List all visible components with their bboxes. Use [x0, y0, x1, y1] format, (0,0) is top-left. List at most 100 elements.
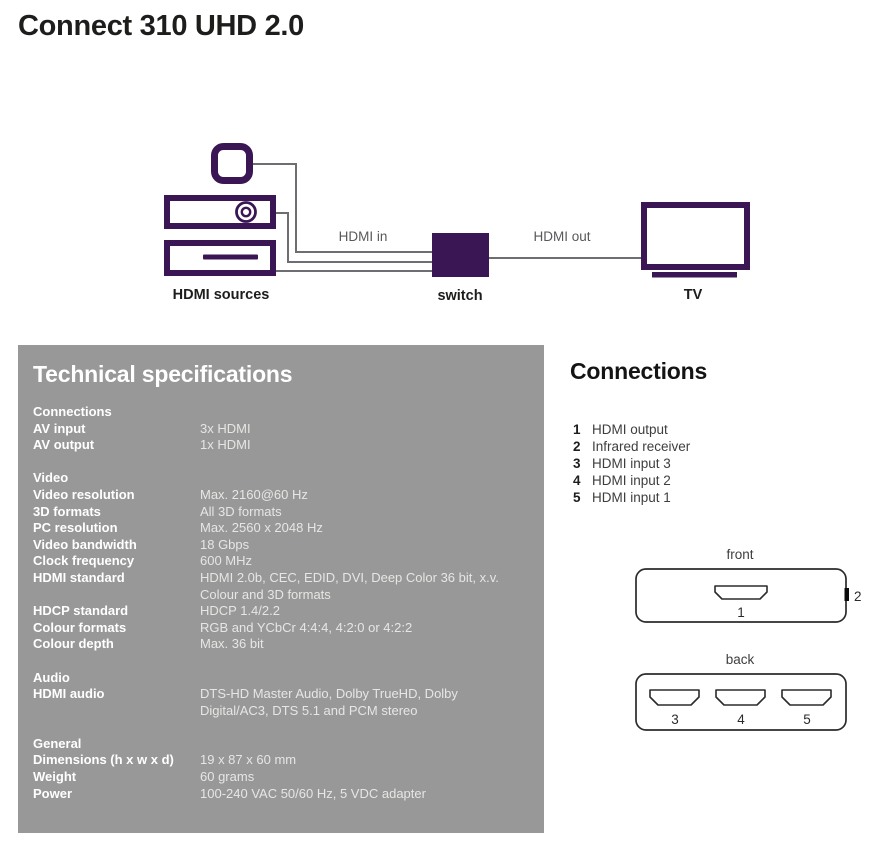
- source-device-1-icon: [211, 143, 253, 184]
- connection-number: 3: [573, 456, 581, 471]
- hdmi-sources-caption: HDMI sources: [173, 287, 270, 303]
- connection-label: HDMI input 2: [592, 473, 671, 488]
- spec-row: Video bandwidth 18 Gbps: [33, 537, 529, 554]
- spec-section-connections: Connections AV input 3x HDMI AV output 1…: [33, 404, 529, 454]
- spec-row: Power 100-240 VAC 50/60 Hz, 5 VDC adapte…: [33, 786, 529, 803]
- connection-number: 5: [573, 490, 581, 505]
- spec-value: All 3D formats: [200, 503, 282, 519]
- spec-value: HDMI 2.0b, CEC, EDID, DVI, Deep Color 36…: [200, 569, 499, 602]
- disc-outer-ring: [235, 201, 257, 223]
- spec-row: Colour depth Max. 36 bit: [33, 636, 529, 653]
- spec-section-title: General: [33, 735, 82, 751]
- list-item: 2 Infrared receiver: [573, 438, 870, 455]
- connection-number: 2: [573, 439, 581, 454]
- spec-label: Video bandwidth: [33, 536, 137, 552]
- spec-label: Video resolution: [33, 486, 135, 502]
- hdmi-port-4-icon: [715, 689, 766, 706]
- spec-row: Dimensions (h x w x d) 19 x 87 x 60 mm: [33, 752, 529, 769]
- port-4-number: 4: [737, 712, 745, 727]
- spec-label: Colour depth: [33, 636, 114, 652]
- device-3-slot: [203, 254, 258, 260]
- spec-row: 3D formats All 3D formats: [33, 504, 529, 521]
- ir-receiver-icon: [844, 588, 849, 601]
- connections-title: Connections: [570, 358, 708, 384]
- cable-source1-to-switch: [253, 163, 432, 253]
- spec-section-title: Video: [33, 470, 69, 486]
- spec-row: AV output 1x HDMI: [33, 437, 529, 454]
- spec-row: HDCP standard HDCP 1.4/2.2: [33, 603, 529, 620]
- connection-diagram: HDMI in HDMI out HDMI sources switch TV: [164, 143, 750, 304]
- connection-label: HDMI input 3: [592, 456, 671, 471]
- spec-value: 19 x 87 x 60 mm: [200, 752, 297, 768]
- page-title: Connect 310 UHD 2.0: [18, 10, 304, 42]
- connection-label: HDMI output: [592, 422, 668, 437]
- switch-box-icon: [432, 233, 489, 277]
- spec-section-general: General Dimensions (h x w x d) 19 x 87 x…: [33, 736, 529, 802]
- spec-value: 1x HDMI: [200, 437, 251, 453]
- spec-value: HDCP 1.4/2.2: [200, 603, 280, 619]
- disc-inner-ring: [240, 206, 252, 218]
- spec-section-title: Audio: [33, 669, 70, 685]
- spec-label: 3D formats: [33, 503, 101, 519]
- spec-label: Dimensions (h x w x d): [33, 752, 174, 768]
- spec-value: 100-240 VAC 50/60 Hz, 5 VDC adapter: [200, 785, 426, 801]
- front-caption: front: [726, 547, 753, 562]
- spec-value: 18 Gbps: [200, 536, 250, 552]
- spec-row: Colour formats RGB and YCbCr 4:4:4, 4:2:…: [33, 620, 529, 637]
- spec-section-audio: Audio HDMI audio DTS-HD Master Audio, Do…: [33, 670, 529, 720]
- spec-row: HDMI audio DTS-HD Master Audio, Dolby Tr…: [33, 686, 529, 719]
- connection-label: Infrared receiver: [592, 439, 691, 454]
- spec-row: Weight 60 grams: [33, 769, 529, 786]
- port-2-number: 2: [854, 589, 862, 604]
- spec-value: RGB and YCbCr 4:4:4, 4:2:0 or 4:2:2: [200, 619, 413, 635]
- port-5-number: 5: [803, 712, 811, 727]
- ports-diagram: front 1 2 back 3 4 5: [635, 547, 862, 731]
- spec-row: Video resolution Max. 2160@60 Hz: [33, 487, 529, 504]
- spec-label: HDMI standard: [33, 569, 125, 585]
- spec-label: Colour formats: [33, 619, 127, 635]
- spec-value: Max. 2160@60 Hz: [200, 486, 308, 502]
- spec-label: Clock frequency: [33, 553, 135, 569]
- hdmi-port-3-icon: [649, 689, 700, 706]
- tv-icon: [641, 202, 750, 270]
- tv-stand: [652, 272, 737, 278]
- connection-number: 1: [573, 422, 581, 437]
- hdmi-port-5-icon: [781, 689, 832, 706]
- specs-title: Technical specifications: [33, 361, 293, 387]
- spec-label: AV output: [33, 437, 95, 453]
- spec-row: Clock frequency 600 MHz: [33, 553, 529, 570]
- switch-caption: switch: [437, 288, 482, 304]
- cable-source2-to-switch: [275, 212, 432, 263]
- port-1-number: 1: [737, 605, 745, 620]
- spec-label: AV input: [33, 420, 86, 436]
- spec-value: Max. 36 bit: [200, 636, 264, 652]
- spec-label: Power: [33, 785, 73, 801]
- list-item: 5 HDMI input 1: [573, 489, 870, 506]
- spec-value: 3x HDMI: [200, 420, 251, 436]
- connection-number: 4: [573, 473, 581, 488]
- spec-label: HDCP standard: [33, 603, 129, 619]
- spec-section-title: Connections: [33, 404, 112, 419]
- list-item: 3 HDMI input 3: [573, 455, 870, 472]
- connections-list: 1 HDMI output 2 Infrared receiver 3 HDMI…: [573, 421, 870, 506]
- spec-value: Max. 2560 x 2048 Hz: [200, 520, 323, 536]
- spec-row: HDMI standard HDMI 2.0b, CEC, EDID, DVI,…: [33, 570, 529, 603]
- list-item: 1 HDMI output: [573, 421, 870, 438]
- back-caption: back: [726, 652, 755, 667]
- spec-row: AV input 3x HDMI: [33, 421, 529, 438]
- hdmi-out-label: HDMI out: [533, 229, 590, 244]
- spec-value: 60 grams: [200, 769, 255, 785]
- port-3-number: 3: [671, 712, 679, 727]
- spec-section-video: Video Video resolution Max. 2160@60 Hz 3…: [33, 470, 529, 653]
- list-item: 4 HDMI input 2: [573, 472, 870, 489]
- spec-value: 600 MHz: [200, 553, 253, 569]
- connections-section: Connections 1 HDMI output 2 Infrared rec…: [570, 357, 870, 506]
- spec-value: DTS-HD Master Audio, Dolby TrueHD, Dolby…: [200, 686, 458, 718]
- spec-label: PC resolution: [33, 520, 118, 536]
- hdmi-in-label: HDMI in: [339, 229, 388, 244]
- hdmi-port-1-icon: [714, 585, 768, 600]
- spec-label: HDMI audio: [33, 686, 105, 702]
- spec-label: Weight: [33, 769, 77, 785]
- technical-specifications-panel: Technical specifications Connections AV …: [18, 345, 544, 833]
